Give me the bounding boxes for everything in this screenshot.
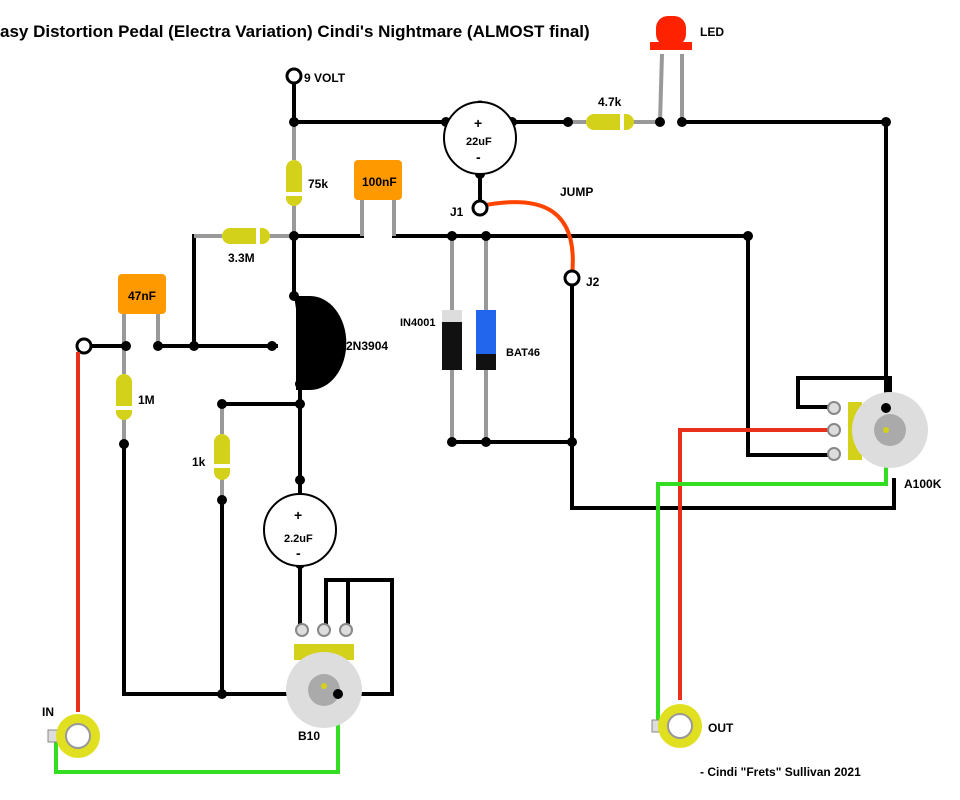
j1-label: J1	[450, 205, 464, 219]
jack-out-label: OUT	[708, 721, 734, 735]
capacitor-22uf-minus: -	[476, 149, 481, 165]
transistor-2n3904: 2N3904	[294, 296, 388, 390]
pot-b10: B10	[286, 623, 362, 743]
resistor-1m-label: 1M	[138, 393, 155, 407]
capacitor-47nf: 47nF	[118, 274, 166, 314]
capacitor-100nf: 100nF	[354, 160, 402, 200]
capacitor-100nf-label: 100nF	[362, 175, 397, 189]
capacitor-22uf-label: 22uF	[466, 136, 492, 148]
resistor-75k: 75k	[286, 160, 328, 206]
pot-b10-label: B10	[298, 729, 320, 743]
transistor-label: 2N3904	[346, 339, 388, 353]
resistor-75k-label: 75k	[308, 177, 328, 191]
capacitor-2u2-label: 2.2uF	[284, 533, 313, 545]
pot-a100k-label: A100K	[904, 477, 942, 491]
resistor-3m3-label: 3.3M	[228, 251, 255, 265]
diode-bat46: BAT46	[476, 310, 540, 370]
j2-label: J2	[586, 275, 600, 289]
capacitor-22uf-plus: +	[474, 115, 482, 131]
resistor-1m: 1M	[116, 374, 155, 420]
colored-wires	[54, 352, 888, 774]
jack-in-label: IN	[42, 705, 54, 719]
capacitor-2u2-minus: -	[296, 545, 301, 561]
capacitor-2u2: + 2.2uF -	[263, 493, 337, 567]
capacitor-2u2-plus: +	[294, 507, 302, 523]
resistor-3m3: 3.3M	[222, 228, 270, 265]
jump-label: JUMP	[560, 185, 593, 199]
led: LED	[650, 16, 724, 50]
capacitor-47nf-label: 47nF	[128, 289, 156, 303]
resistor-4k7-label: 4.7k	[598, 95, 622, 109]
component-leads	[122, 53, 684, 500]
jack-in: IN	[42, 705, 100, 758]
diode-in4001: IN4001	[400, 310, 462, 370]
jumper: J1 J2 JUMP	[450, 185, 600, 289]
capacitor-22uf: + 22uF -	[443, 101, 517, 175]
jack-out: OUT	[651, 704, 734, 748]
diode-in4001-label: IN4001	[400, 317, 435, 329]
pot-a100k: A100K	[827, 392, 942, 491]
nine-volt-terminal: 9 VOLT	[285, 67, 346, 85]
resistor-1k-label: 1k	[192, 455, 206, 469]
resistor-4k7: 4.7k	[586, 95, 634, 130]
resistor-1k: 1k	[192, 434, 230, 480]
diagram-title: asy Distortion Pedal (Electra Variation)…	[0, 22, 590, 41]
led-label: LED	[700, 25, 724, 39]
nine-volt-label: 9 VOLT	[304, 71, 346, 85]
input-node	[75, 337, 93, 355]
diode-bat46-label: BAT46	[506, 347, 540, 359]
credit-text: - Cindi "Frets" Sullivan 2021	[700, 765, 861, 779]
